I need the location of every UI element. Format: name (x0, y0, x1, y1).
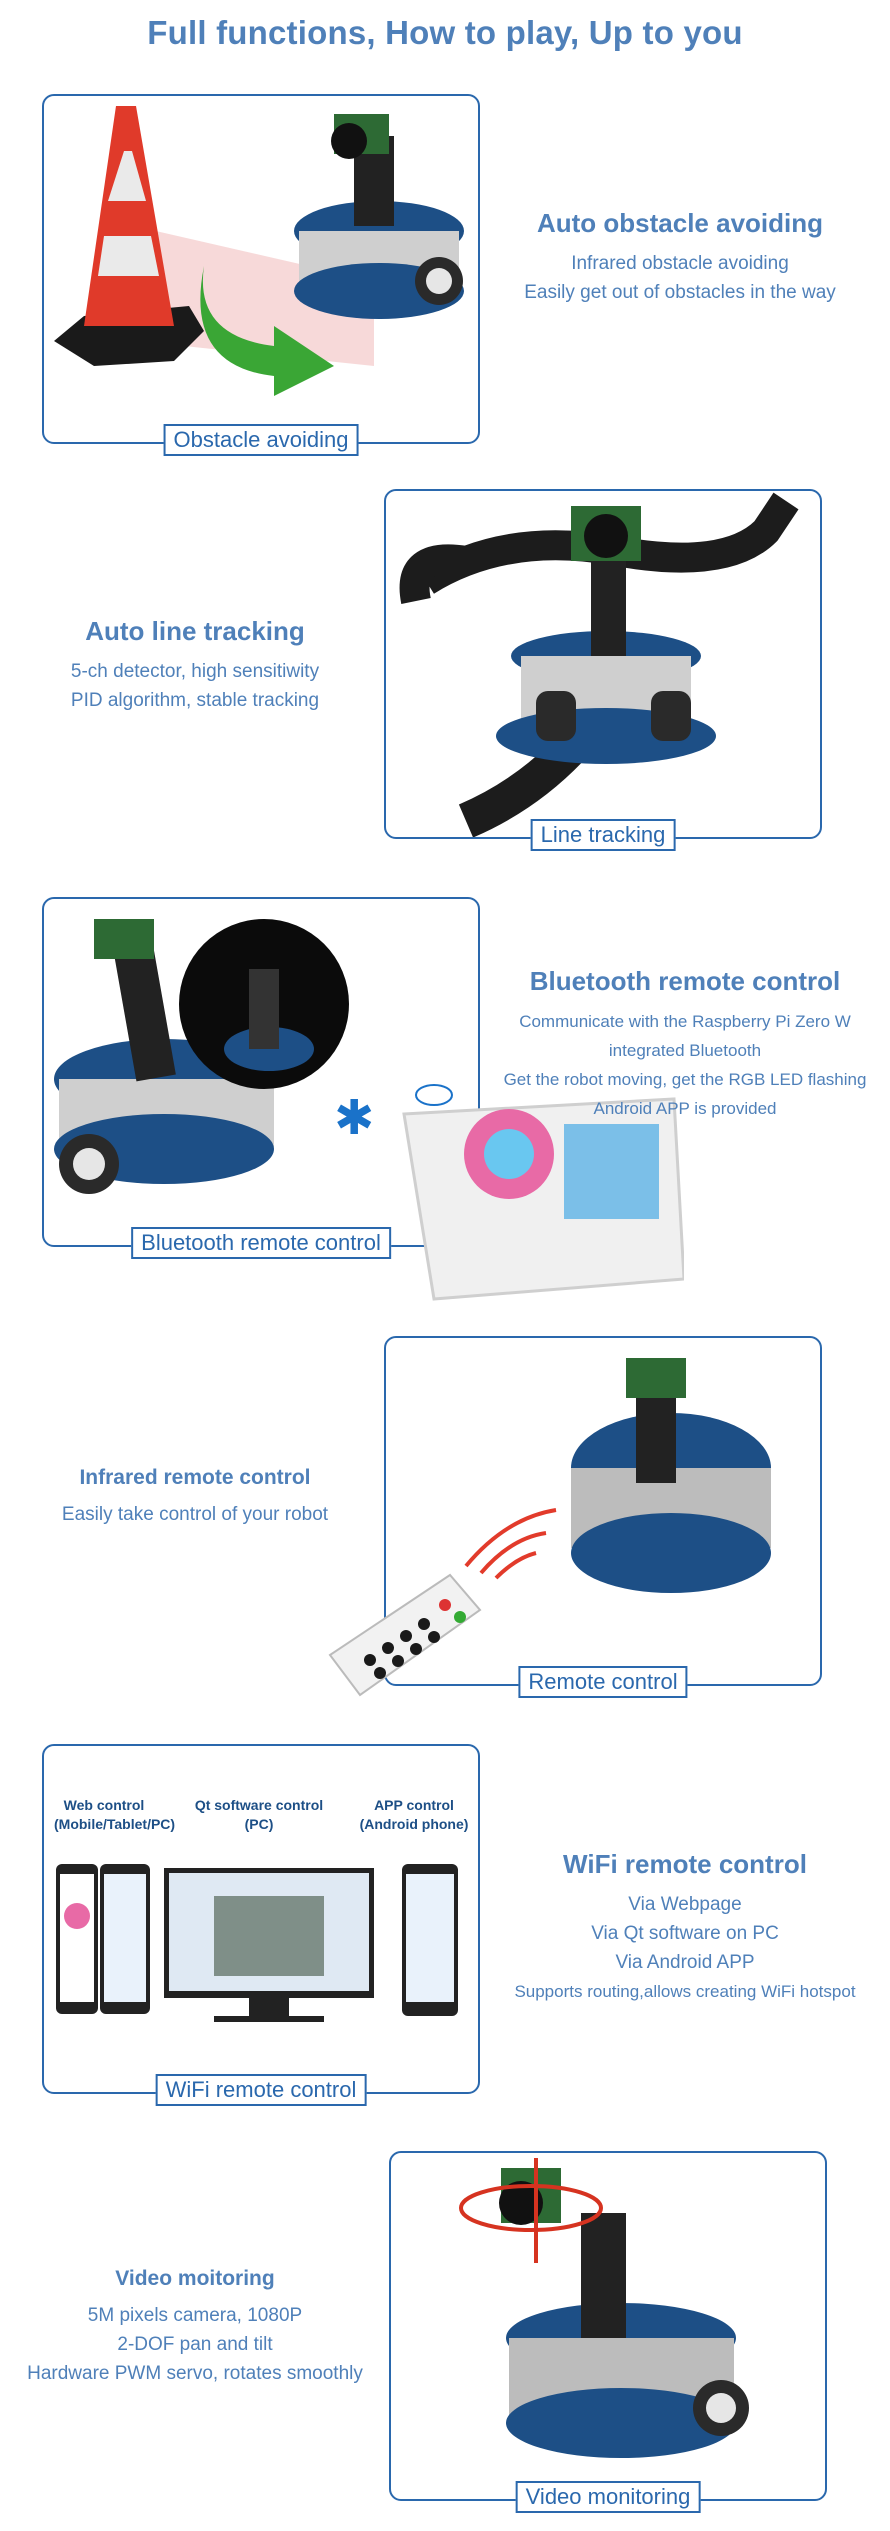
qt-control-label: Qt software control (PC) (194, 1796, 324, 1834)
wifi-line-2: Via Qt software on PC (591, 1923, 779, 1944)
ir-remote-illustration (328, 1573, 482, 1697)
infrared-image-frame: Remote control (384, 1336, 822, 1698)
infrared-line-1: Easily take control of your robot (61, 1504, 329, 1525)
line-tracking-line-2: PID algorithm, stable tracking (70, 690, 320, 711)
video-heading: Video moitoring (115, 2267, 275, 2290)
wifi-devices-illustration (56, 1864, 458, 2022)
app-control-label: APP control (Android phone) (359, 1796, 469, 1834)
video-caption: Video monitoring (515, 2481, 701, 2513)
wifi-line-1: Via Webpage (628, 1894, 742, 1915)
qt-control-sub: (PC) (244, 1816, 274, 1832)
obstacle-caption: Obstacle avoiding (163, 424, 359, 456)
obstacle-text: Auto obstacle avoiding Infrared obstacle… (480, 208, 880, 307)
wifi-caption: WiFi remote control (155, 2074, 367, 2106)
bluetooth-line-4: Android APP is provided (593, 1099, 777, 1118)
bluetooth-image-frame: ✱ Bluetooth remote control (42, 897, 684, 1301)
web-control-sub: (Mobile/Tablet/PC) (54, 1816, 176, 1832)
obstacle-illustration (54, 106, 464, 396)
wifi-heading: WiFi remote control (563, 1849, 807, 1879)
qt-control-title: Qt software control (194, 1797, 324, 1813)
web-control-title: Web control (63, 1797, 145, 1813)
page-title: Full functions, How to play, Up to you (147, 14, 743, 51)
infrared-caption: Remote control (518, 1666, 688, 1698)
line-tracking-caption: Line tracking (530, 819, 676, 851)
bluetooth-line-2: integrated Bluetooth (608, 1041, 762, 1060)
app-control-title: APP control (374, 1797, 454, 1813)
line-tracking-illustration (399, 492, 799, 837)
wifi-text: WiFi remote control Via Webpage Via Qt s… (480, 1849, 890, 2006)
bluetooth-text: Bluetooth remote control Communicate wit… (480, 966, 890, 1123)
video-line-1: 5M pixels camera, 1080P (87, 2305, 303, 2326)
infrared-illustration (464, 1358, 771, 1593)
line-tracking-image-frame: Line tracking (384, 489, 822, 851)
wifi-line-4: Supports routing,allows creating WiFi ho… (514, 1982, 856, 2001)
obstacle-heading: Auto obstacle avoiding (536, 208, 824, 238)
line-tracking-heading: Auto line tracking (85, 616, 305, 646)
wifi-image-frame: Web control (Mobile/Tablet/PC) Qt softwa… (42, 1744, 480, 2106)
bluetooth-illustration: ✱ (54, 919, 684, 1301)
app-control-sub: (Android phone) (359, 1816, 469, 1832)
line-tracking-text: Auto line tracking 5-ch detector, high s… (20, 616, 370, 715)
bluetooth-heading: Bluetooth remote control (529, 966, 841, 996)
bluetooth-line-1: Communicate with the Raspberry Pi Zero W (519, 1012, 851, 1031)
obstacle-line-2: Easily get out of obstacles in the way (524, 282, 836, 303)
bluetooth-caption: Bluetooth remote control (131, 1227, 391, 1259)
video-image-frame: Video monitoring (389, 2151, 827, 2513)
svg-text:✱: ✱ (334, 1090, 374, 1146)
obstacle-line-1: Infrared obstacle avoiding (571, 253, 789, 274)
web-control-label: Web control (Mobile/Tablet/PC) (54, 1796, 176, 1834)
infrared-text: Infrared remote control Easily take cont… (20, 1466, 370, 1529)
video-text: Video moitoring 5M pixels camera, 1080P … (0, 2267, 390, 2388)
video-line-3: Hardware PWM servo, rotates smoothly (27, 2363, 363, 2384)
infrared-heading: Infrared remote control (79, 1466, 311, 1489)
bluetooth-line-3: Get the robot moving, get the RGB LED fl… (503, 1070, 867, 1089)
video-illustration (459, 2158, 749, 2458)
video-line-2: 2-DOF pan and tilt (117, 2334, 273, 2355)
obstacle-image-frame: Obstacle avoiding (42, 94, 480, 456)
line-tracking-line-1: 5-ch detector, high sensitiwity (70, 661, 320, 682)
wifi-line-3: Via Android APP (615, 1952, 755, 1973)
